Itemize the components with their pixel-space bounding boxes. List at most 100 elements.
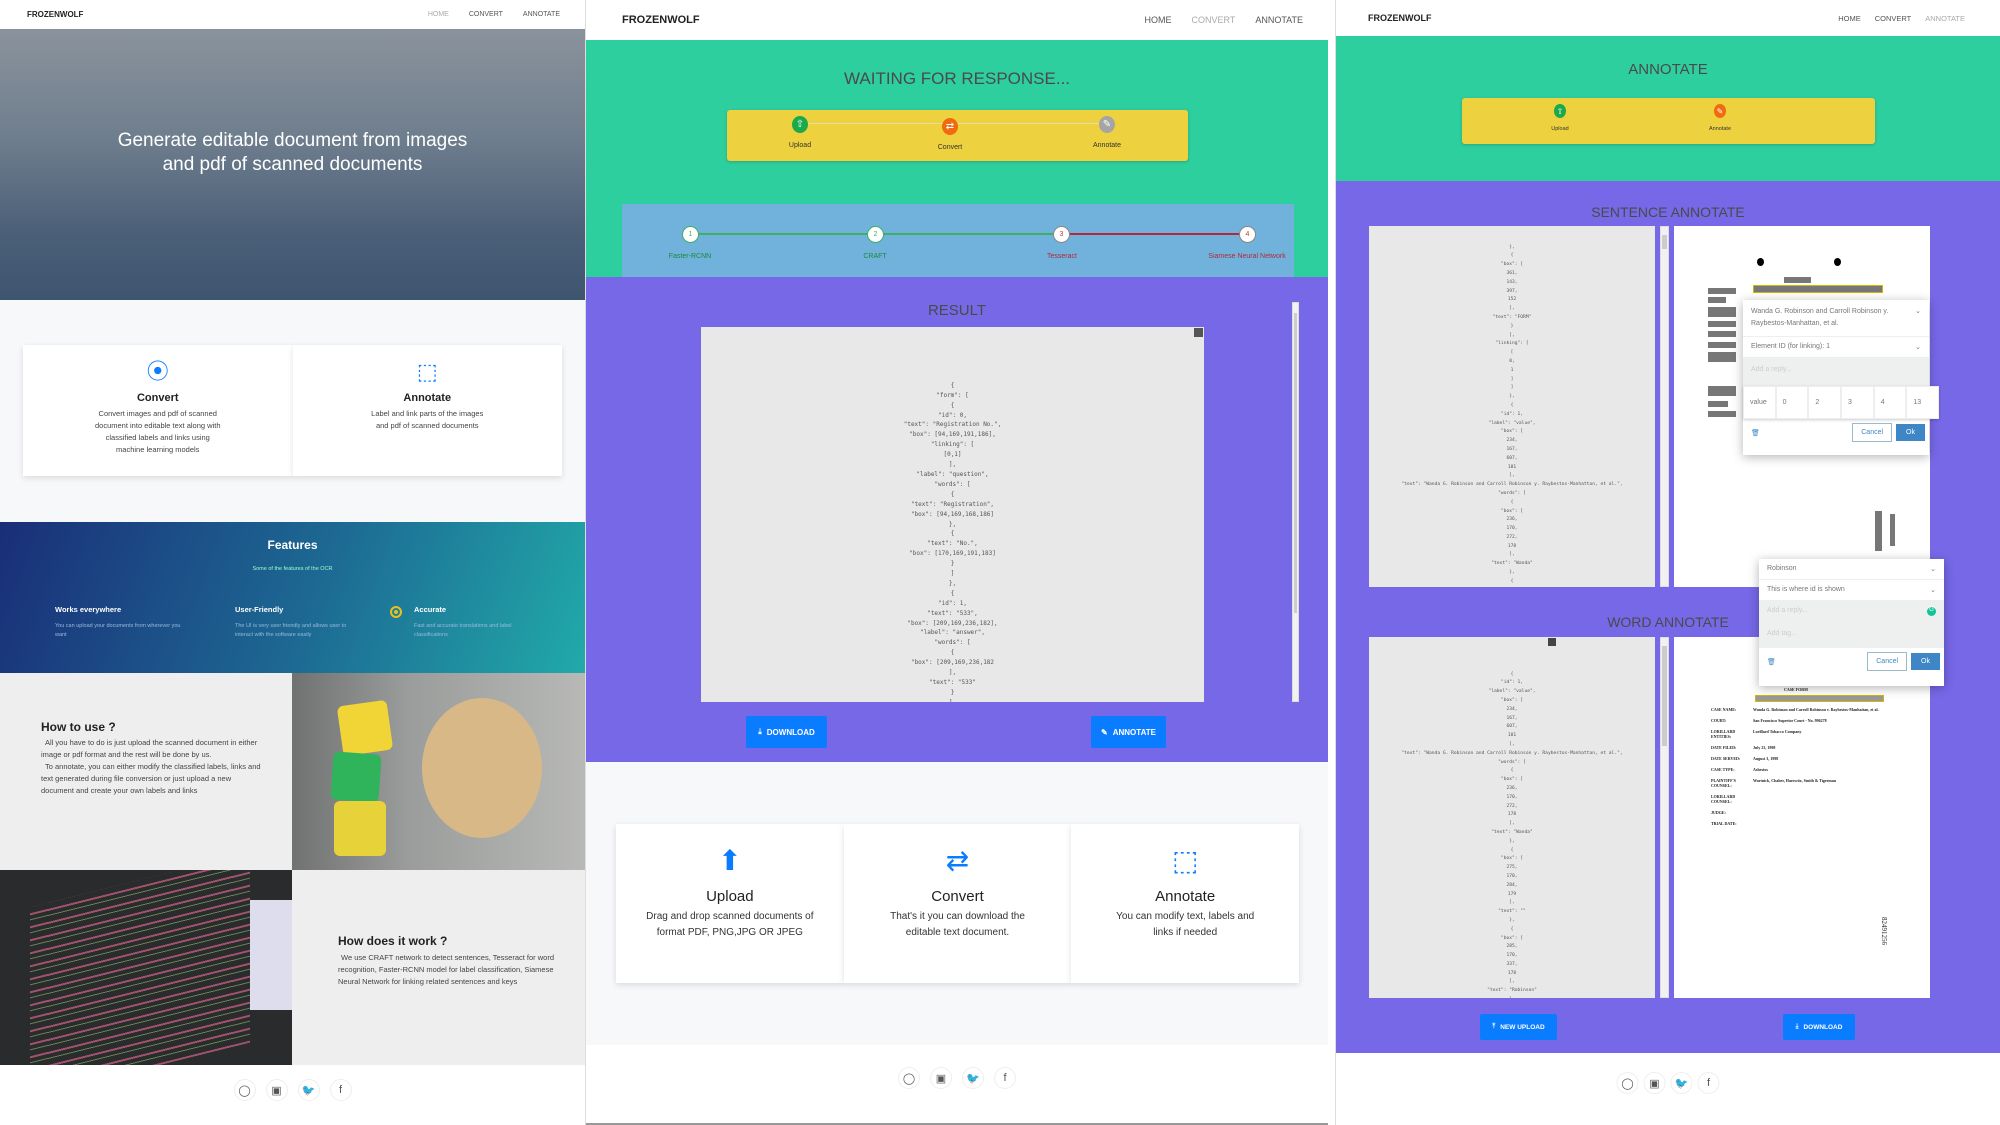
- sentence-text-select[interactable]: Wanda G. Robinson and Carroll Robinson y…: [1743, 300, 1929, 337]
- json-line: ]: [950, 570, 955, 578]
- twitter-icon[interactable]: 🐦: [962, 1067, 984, 1089]
- github-icon[interactable]: ◯: [898, 1067, 920, 1089]
- result-json-viewer[interactable]: {"form": [{"id": 0,"text": "Registration…: [701, 327, 1204, 702]
- doc-field-row: TRIAL DATE:: [1711, 821, 1911, 826]
- json-line: "box": [209,169,236,182],: [907, 619, 998, 627]
- twitter-icon[interactable]: 🐦: [1670, 1072, 1693, 1094]
- link-cell[interactable]: 3: [1841, 386, 1874, 419]
- nav-home[interactable]: HOME: [1144, 15, 1172, 25]
- word-text-select[interactable]: Robinson⌄: [1759, 559, 1944, 580]
- brand-logo[interactable]: FROZENWOLF: [1368, 13, 1432, 23]
- github-icon[interactable]: ◯: [1616, 1072, 1639, 1094]
- brand-logo[interactable]: FROZENWOLF: [27, 10, 84, 19]
- link-cell[interactable]: 13: [1906, 386, 1940, 419]
- ok-button[interactable]: Ok: [1896, 424, 1925, 441]
- json-line: {: [1510, 402, 1514, 408]
- ok-button[interactable]: Ok: [1911, 653, 1940, 670]
- json-line: 272,: [1506, 803, 1518, 809]
- facebook-icon[interactable]: f: [329, 1079, 352, 1101]
- download-button[interactable]: ⤓DOWNLOAD: [746, 716, 827, 748]
- link-cell[interactable]: 2: [1808, 386, 1842, 419]
- card-title: Convert: [136, 392, 179, 404]
- link-cell[interactable]: value: [1743, 386, 1776, 419]
- resize-handle-icon[interactable]: [1548, 638, 1556, 646]
- json-line: 0,: [1509, 358, 1515, 364]
- link-cell[interactable]: 0: [1775, 386, 1809, 419]
- convert-card: ⇄ Convert That's it you can download the…: [843, 824, 1072, 983]
- chevron-down-icon: ⌄: [1915, 344, 1921, 351]
- how-to-use-title: How to use ?: [41, 720, 116, 734]
- brand-logo[interactable]: FROZENWOLF: [622, 14, 700, 26]
- json-line: "text": "No.",: [927, 540, 978, 548]
- swap-icon: ⇄: [945, 845, 970, 876]
- sentence-scrollbar[interactable]: [1660, 226, 1669, 587]
- trash-icon[interactable]: 🗑: [1751, 429, 1760, 437]
- github-icon[interactable]: ◯: [233, 1079, 256, 1101]
- instagram-icon[interactable]: ▣: [1643, 1072, 1666, 1094]
- pipeline-step-4: 4: [1239, 226, 1256, 243]
- annotate-button[interactable]: ✎ANNOTATE: [1091, 716, 1166, 748]
- grammarly-icon: G: [1927, 607, 1936, 616]
- feature-title: User-Friendly: [235, 605, 284, 614]
- json-line: 236,: [1506, 785, 1518, 791]
- word-document-image[interactable]: CASE FORM CASE NAME:Wanda G. Robinson an…: [1674, 637, 1930, 998]
- features-title: Features: [267, 538, 318, 552]
- nav-annotate[interactable]: ANNOTATE: [1925, 13, 1965, 23]
- facebook-icon[interactable]: f: [994, 1067, 1016, 1089]
- tag-input[interactable]: Add tag...: [1767, 630, 1797, 637]
- json-line: 181: [1507, 464, 1517, 470]
- twitter-icon[interactable]: 🐦: [297, 1079, 320, 1101]
- link-cell[interactable]: 4: [1873, 386, 1907, 419]
- selected-word-box[interactable]: [1755, 695, 1884, 702]
- doc-field-row: CASE TYPE:Asbestos: [1711, 767, 1911, 772]
- instagram-icon[interactable]: ▣: [930, 1067, 952, 1089]
- sentence-json-viewer[interactable]: },{"box": [361,143,397,152],"text": "FOR…: [1369, 226, 1655, 587]
- card-desc: Convert images and pdf of scanned docume…: [95, 409, 221, 454]
- json-line: {: [1510, 671, 1514, 677]
- select-icon: ⬚: [416, 359, 438, 384]
- json-line: "text": "Wanda G. Robinson and Carroll R…: [1401, 750, 1623, 756]
- reply-input[interactable]: Add a reply...: [1767, 607, 1808, 614]
- reply-input[interactable]: Add a reply...: [1743, 358, 1929, 386]
- nav-home[interactable]: HOME: [1838, 13, 1861, 23]
- step-label: Upload: [788, 142, 812, 149]
- json-line: "id": 1,: [1500, 680, 1524, 686]
- json-line: 275,: [1506, 865, 1518, 871]
- doc-field-value: August 3, 1998: [1753, 756, 1779, 761]
- result-scrollbar[interactable]: [1292, 302, 1299, 702]
- word-json-viewer[interactable]: {"id": 1,"label": "value","box": [234,16…: [1369, 637, 1655, 998]
- nav-convert[interactable]: CONVERT: [1191, 15, 1236, 25]
- word-scrollbar[interactable]: [1660, 637, 1669, 998]
- element-id-select[interactable]: Element ID (for linking): 1⌄: [1743, 337, 1929, 358]
- new-upload-button[interactable]: ⤒NEW UPLOAD: [1480, 1014, 1557, 1040]
- select-icon: ⬚: [1171, 845, 1199, 876]
- nav-convert[interactable]: CONVERT: [1874, 13, 1912, 23]
- json-line: },: [1509, 244, 1515, 250]
- how-it-works-section: How does it work ? We use CRAFT network …: [292, 870, 585, 1065]
- json-line: {: [950, 589, 955, 597]
- doc-field-value: [1753, 821, 1911, 826]
- hero-banner: Generate editable document from images a…: [0, 29, 585, 300]
- json-line: "id": 1,: [1500, 411, 1524, 417]
- json-line: ],: [1509, 552, 1515, 558]
- nav-home[interactable]: HOME: [427, 11, 449, 18]
- facebook-icon[interactable]: f: [1697, 1072, 1720, 1094]
- selected-sentence-box[interactable]: [1753, 285, 1883, 293]
- nav-convert[interactable]: CONVERT: [468, 11, 503, 18]
- sentence-annotate-title: SENTENCE ANNOTATE: [1591, 204, 1745, 220]
- json-line: "box": [: [1500, 508, 1524, 514]
- json-line: ]: [1510, 376, 1514, 382]
- element-id-select[interactable]: This is where id is shown⌄: [1759, 580, 1944, 601]
- annotate-title: ANNOTATE: [1628, 61, 1708, 78]
- resize-handle-icon[interactable]: [1194, 328, 1203, 337]
- trash-icon[interactable]: 🗑: [1767, 658, 1776, 666]
- word-annotate-title: WORD ANNOTATE: [1607, 614, 1729, 630]
- progress-steps: ⇧ Upload ⇄ Convert ✎ Annotate: [727, 110, 1188, 161]
- download-button[interactable]: ⤓DOWNLOAD: [1783, 1014, 1855, 1040]
- json-line: },: [948, 579, 957, 587]
- instagram-icon[interactable]: ▣: [265, 1079, 288, 1101]
- cancel-button[interactable]: Cancel: [1867, 652, 1908, 671]
- nav-annotate[interactable]: ANNOTATE: [522, 11, 560, 18]
- cancel-button[interactable]: Cancel: [1852, 423, 1893, 442]
- nav-annotate[interactable]: ANNOTATE: [1255, 15, 1303, 25]
